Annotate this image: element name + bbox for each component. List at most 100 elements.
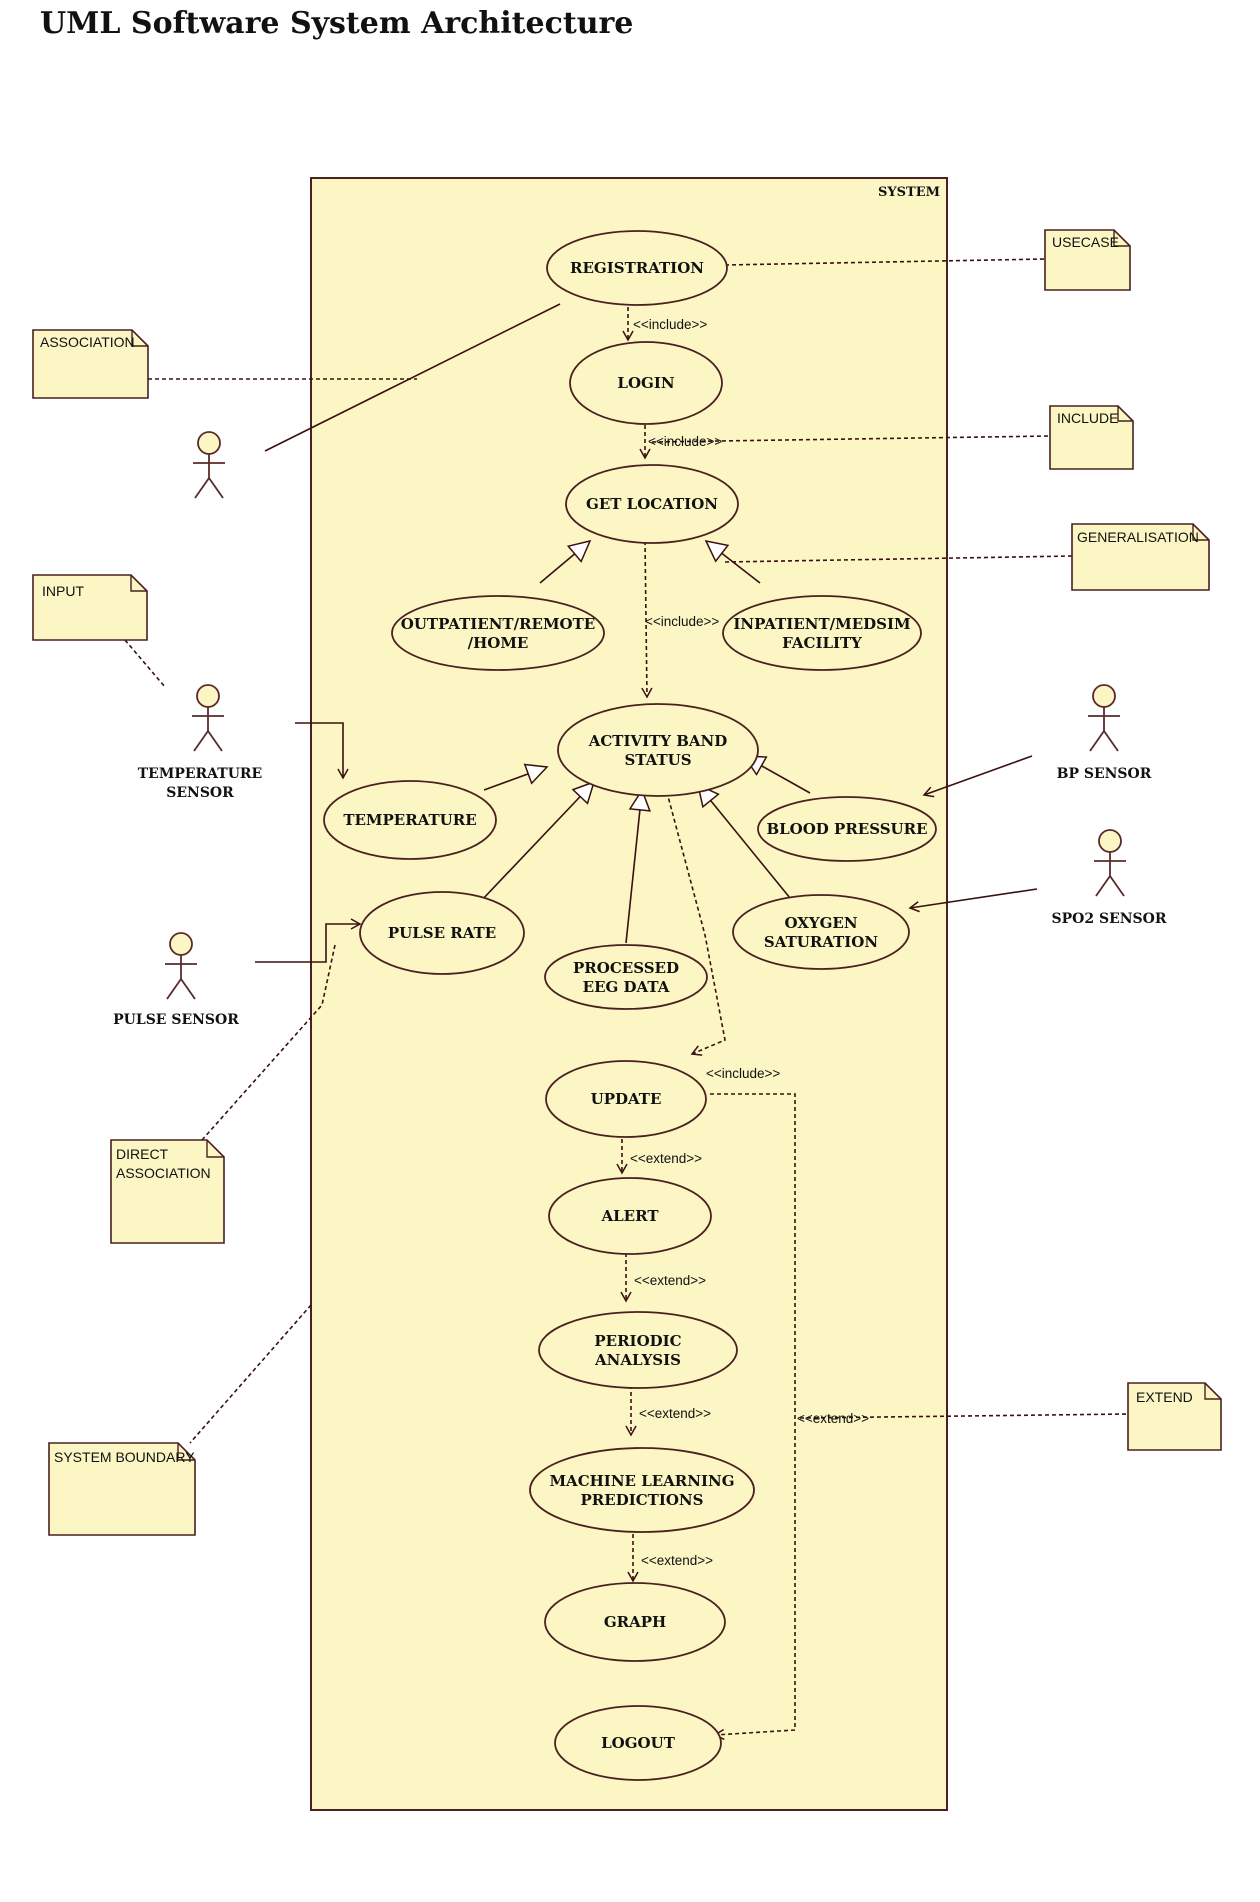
system-label: SYSTEM bbox=[878, 185, 940, 200]
note-input: INPUT bbox=[32, 574, 148, 641]
usecase-machine-learning-predictions[interactable]: MACHINE LEARNING PREDICTIONS bbox=[529, 1447, 755, 1533]
note-extend: EXTEND bbox=[1127, 1382, 1222, 1451]
actor-spo2-sensor-icon[interactable] bbox=[1094, 829, 1126, 897]
actor-bp-sensor-icon[interactable] bbox=[1088, 684, 1120, 752]
note-direct-association: DIRECT ASSOCIATION bbox=[110, 1139, 225, 1244]
svg-text:SYSTEM BOUNDARY: SYSTEM BOUNDARY bbox=[54, 1449, 195, 1465]
svg-text:MACHINE LEARNING: MACHINE LEARNING bbox=[549, 1472, 734, 1490]
usecase-login[interactable]: LOGIN bbox=[569, 341, 723, 425]
gen-outpatient bbox=[539, 539, 592, 584]
assoc-pulse-sensor bbox=[255, 918, 362, 963]
svg-text:PROCESSED: PROCESSED bbox=[573, 959, 679, 977]
notes: ASSOCIATION INPUT USECASE INCLUDE GENERA… bbox=[32, 229, 1222, 1536]
gen-eeg bbox=[625, 788, 651, 944]
usecase-logout[interactable]: LOGOUT bbox=[554, 1705, 722, 1781]
usecase-graph[interactable]: GRAPH bbox=[544, 1582, 726, 1662]
actor-label-temperature-sensor-line2: SENSOR bbox=[166, 785, 234, 801]
usecase-activity-band-status[interactable]: ACTIVITY BAND STATUS bbox=[557, 703, 759, 797]
svg-text:DIRECT: DIRECT bbox=[116, 1146, 169, 1162]
svg-text:SATURATION: SATURATION bbox=[764, 933, 878, 951]
note-link-generalisation bbox=[724, 555, 1073, 563]
label-extend-3: <<extend>> bbox=[639, 1406, 711, 1421]
svg-text:LOGOUT: LOGOUT bbox=[601, 1734, 676, 1752]
svg-text:ASSOCIATION: ASSOCIATION bbox=[40, 334, 135, 350]
note-association: ASSOCIATION bbox=[32, 329, 149, 399]
gen-pulse bbox=[479, 780, 596, 903]
note-generalisation: GENERALISATION bbox=[1071, 523, 1210, 591]
gen-oxygen bbox=[696, 783, 791, 899]
usecase-registration[interactable]: REGISTRATION bbox=[546, 230, 728, 306]
svg-text:INCLUDE: INCLUDE bbox=[1057, 410, 1118, 426]
actor-user-icon[interactable] bbox=[193, 431, 225, 499]
usecase-outpatient[interactable]: OUTPATIENT/REMOTE /HOME bbox=[391, 595, 605, 671]
actor-temperature-sensor-icon[interactable] bbox=[192, 684, 224, 752]
usecase-oxygen-saturation[interactable]: OXYGEN SATURATION bbox=[732, 894, 910, 970]
label-extend-5: <<extend>> bbox=[797, 1411, 869, 1426]
label-extend-4: <<extend>> bbox=[641, 1553, 713, 1568]
note-link-system-boundary bbox=[189, 1304, 312, 1444]
svg-text:TEMPERATURE: TEMPERATURE bbox=[343, 811, 476, 829]
svg-text:LOGIN: LOGIN bbox=[617, 374, 674, 392]
svg-text:UPDATE: UPDATE bbox=[591, 1090, 662, 1108]
usecase-inpatient[interactable]: INPATIENT/MEDSIM FACILITY bbox=[722, 595, 922, 671]
svg-text:BLOOD PRESSURE: BLOOD PRESSURE bbox=[766, 820, 927, 838]
svg-text:EEG DATA: EEG DATA bbox=[583, 978, 670, 996]
include-location-activity bbox=[641, 540, 653, 699]
svg-text:OXYGEN: OXYGEN bbox=[784, 914, 857, 932]
stereotype-labels: <<include>> <<include>> <<include>> <<in… bbox=[630, 317, 869, 1568]
gen-temperature bbox=[483, 763, 549, 791]
actor-labels: TEMPERATURE SENSOR BP SENSOR SPO2 SENSOR… bbox=[113, 766, 1167, 1028]
label-include-4: <<include>> bbox=[706, 1066, 780, 1081]
actor-label-pulse-sensor: PULSE SENSOR bbox=[113, 1012, 239, 1028]
svg-text:ACTIVITY BAND: ACTIVITY BAND bbox=[588, 732, 728, 750]
svg-text:/HOME: /HOME bbox=[468, 634, 529, 652]
svg-text:PULSE RATE: PULSE RATE bbox=[388, 924, 496, 942]
actors bbox=[165, 431, 1126, 1000]
usecase-update[interactable]: UPDATE bbox=[545, 1060, 707, 1138]
usecase-processed-eeg-data[interactable]: PROCESSED EEG DATA bbox=[544, 944, 708, 1010]
svg-text:GENERALISATION: GENERALISATION bbox=[1077, 529, 1199, 545]
note-link-input bbox=[124, 639, 166, 688]
label-include-2: <<include>> bbox=[648, 434, 722, 449]
svg-text:STATUS: STATUS bbox=[624, 751, 691, 769]
actor-label-spo2-sensor: SPO2 SENSOR bbox=[1052, 911, 1167, 927]
svg-text:USECASE: USECASE bbox=[1052, 234, 1119, 250]
usecase-get-location[interactable]: GET LOCATION bbox=[565, 464, 739, 544]
connectors bbox=[124, 258, 1129, 1741]
svg-text:INPUT: INPUT bbox=[42, 583, 84, 599]
note-system-boundary: SYSTEM BOUNDARY bbox=[48, 1442, 196, 1536]
svg-text:INPATIENT/MEDSIM: INPATIENT/MEDSIM bbox=[733, 615, 910, 633]
note-include: INCLUDE bbox=[1049, 405, 1134, 470]
assoc-spo2-sensor bbox=[908, 888, 1038, 913]
label-include-1: <<include>> bbox=[633, 317, 707, 332]
include-update-logout bbox=[710, 1093, 796, 1741]
label-extend-2: <<extend>> bbox=[634, 1273, 706, 1288]
actor-label-bp-sensor: BP SENSOR bbox=[1057, 766, 1152, 782]
usecase-temperature[interactable]: TEMPERATURE bbox=[323, 780, 497, 860]
svg-text:ASSOCIATION: ASSOCIATION bbox=[116, 1165, 211, 1181]
note-link-include bbox=[651, 435, 1051, 443]
assoc-bp-sensor bbox=[922, 755, 1033, 798]
usecase-periodic-analysis[interactable]: PERIODIC ANALYSIS bbox=[538, 1311, 738, 1389]
svg-text:GRAPH: GRAPH bbox=[604, 1613, 666, 1631]
svg-text:PERIODIC: PERIODIC bbox=[594, 1332, 681, 1350]
svg-text:EXTEND: EXTEND bbox=[1136, 1389, 1193, 1405]
label-include-3: <<include>> bbox=[645, 614, 719, 629]
label-extend-1: <<extend>> bbox=[630, 1151, 702, 1166]
svg-text:GET LOCATION: GET LOCATION bbox=[586, 495, 718, 513]
usecase-alert[interactable]: ALERT bbox=[548, 1177, 712, 1255]
note-link-usecase bbox=[724, 258, 1046, 266]
include-activity-update bbox=[664, 784, 726, 1056]
actor-pulse-sensor-icon[interactable] bbox=[165, 932, 197, 1000]
svg-text:ANALYSIS: ANALYSIS bbox=[594, 1351, 681, 1369]
use-cases: REGISTRATION LOGIN GET LOCATION OUTPATIE… bbox=[323, 230, 937, 1781]
assoc-temp-sensor bbox=[295, 722, 349, 780]
usecase-pulse-rate[interactable]: PULSE RATE bbox=[359, 891, 525, 975]
svg-text:ALERT: ALERT bbox=[601, 1207, 660, 1225]
actor-label-temperature-sensor: TEMPERATURE bbox=[138, 766, 262, 782]
svg-text:PREDICTIONS: PREDICTIONS bbox=[581, 1491, 704, 1509]
note-usecase: USECASE bbox=[1044, 229, 1131, 291]
page-title: UML Software System Architecture bbox=[40, 6, 634, 41]
usecase-blood-pressure[interactable]: BLOOD PRESSURE bbox=[757, 796, 937, 862]
svg-text:OUTPATIENT/REMOTE: OUTPATIENT/REMOTE bbox=[401, 615, 595, 633]
